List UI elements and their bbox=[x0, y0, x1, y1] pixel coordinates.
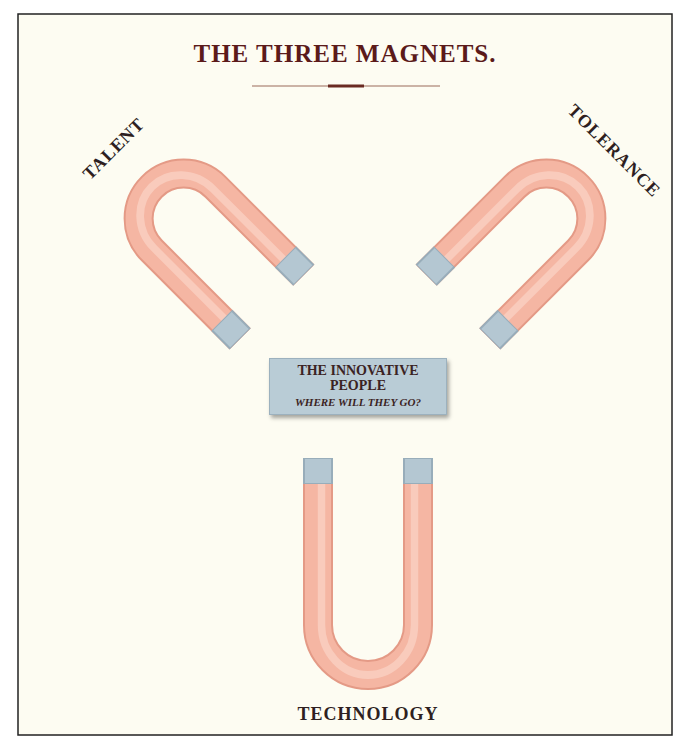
magnet-edge bbox=[318, 458, 418, 675]
magnet-highlight bbox=[428, 157, 607, 336]
people-box: THE INNOVATIVE PEOPLE WHERE WILL THEY GO? bbox=[269, 358, 447, 415]
magnet-body bbox=[426, 155, 610, 339]
magnet-pole bbox=[490, 320, 508, 338]
magnet-highlight bbox=[122, 157, 301, 336]
magnet-body bbox=[120, 155, 304, 339]
magnet-pole-face bbox=[286, 258, 303, 275]
magnet-shape bbox=[55, 95, 345, 360]
tolerance-magnet: TOLERANCE bbox=[380, 95, 675, 360]
title-rule bbox=[252, 86, 440, 87]
magnet-label: TALENT bbox=[79, 114, 149, 184]
magnet-body bbox=[318, 458, 418, 675]
magnet-edge bbox=[426, 155, 610, 339]
magnet-pole bbox=[285, 257, 303, 275]
magnet-shape bbox=[270, 440, 470, 732]
talent-magnet: TALENT bbox=[55, 95, 345, 360]
magnet-pole bbox=[426, 257, 444, 275]
magnet-pole-face bbox=[305, 459, 331, 483]
magnet-shape bbox=[380, 95, 675, 360]
title-rule-accent bbox=[328, 85, 364, 88]
magnet-pole-face bbox=[491, 321, 508, 338]
magnet-pole bbox=[222, 320, 240, 338]
magnet-pole bbox=[303, 458, 333, 484]
box-subtitle: WHERE WILL THEY GO? bbox=[278, 395, 438, 409]
magnet-pole bbox=[403, 458, 433, 484]
magnet-highlight bbox=[322, 458, 415, 675]
magnet-edge bbox=[120, 155, 304, 339]
magnet-label: TECHNOLOGY bbox=[297, 704, 438, 725]
technology-magnet: TECHNOLOGY bbox=[270, 440, 470, 732]
box-heading: THE INNOVATIVE PEOPLE bbox=[278, 363, 438, 393]
page-frame bbox=[18, 14, 672, 735]
magnet-pole-face bbox=[223, 321, 240, 338]
magnet-pole-face bbox=[405, 459, 431, 483]
diagram-title: THE THREE MAGNETS. bbox=[0, 40, 682, 68]
magnet-pole-face bbox=[427, 258, 444, 275]
